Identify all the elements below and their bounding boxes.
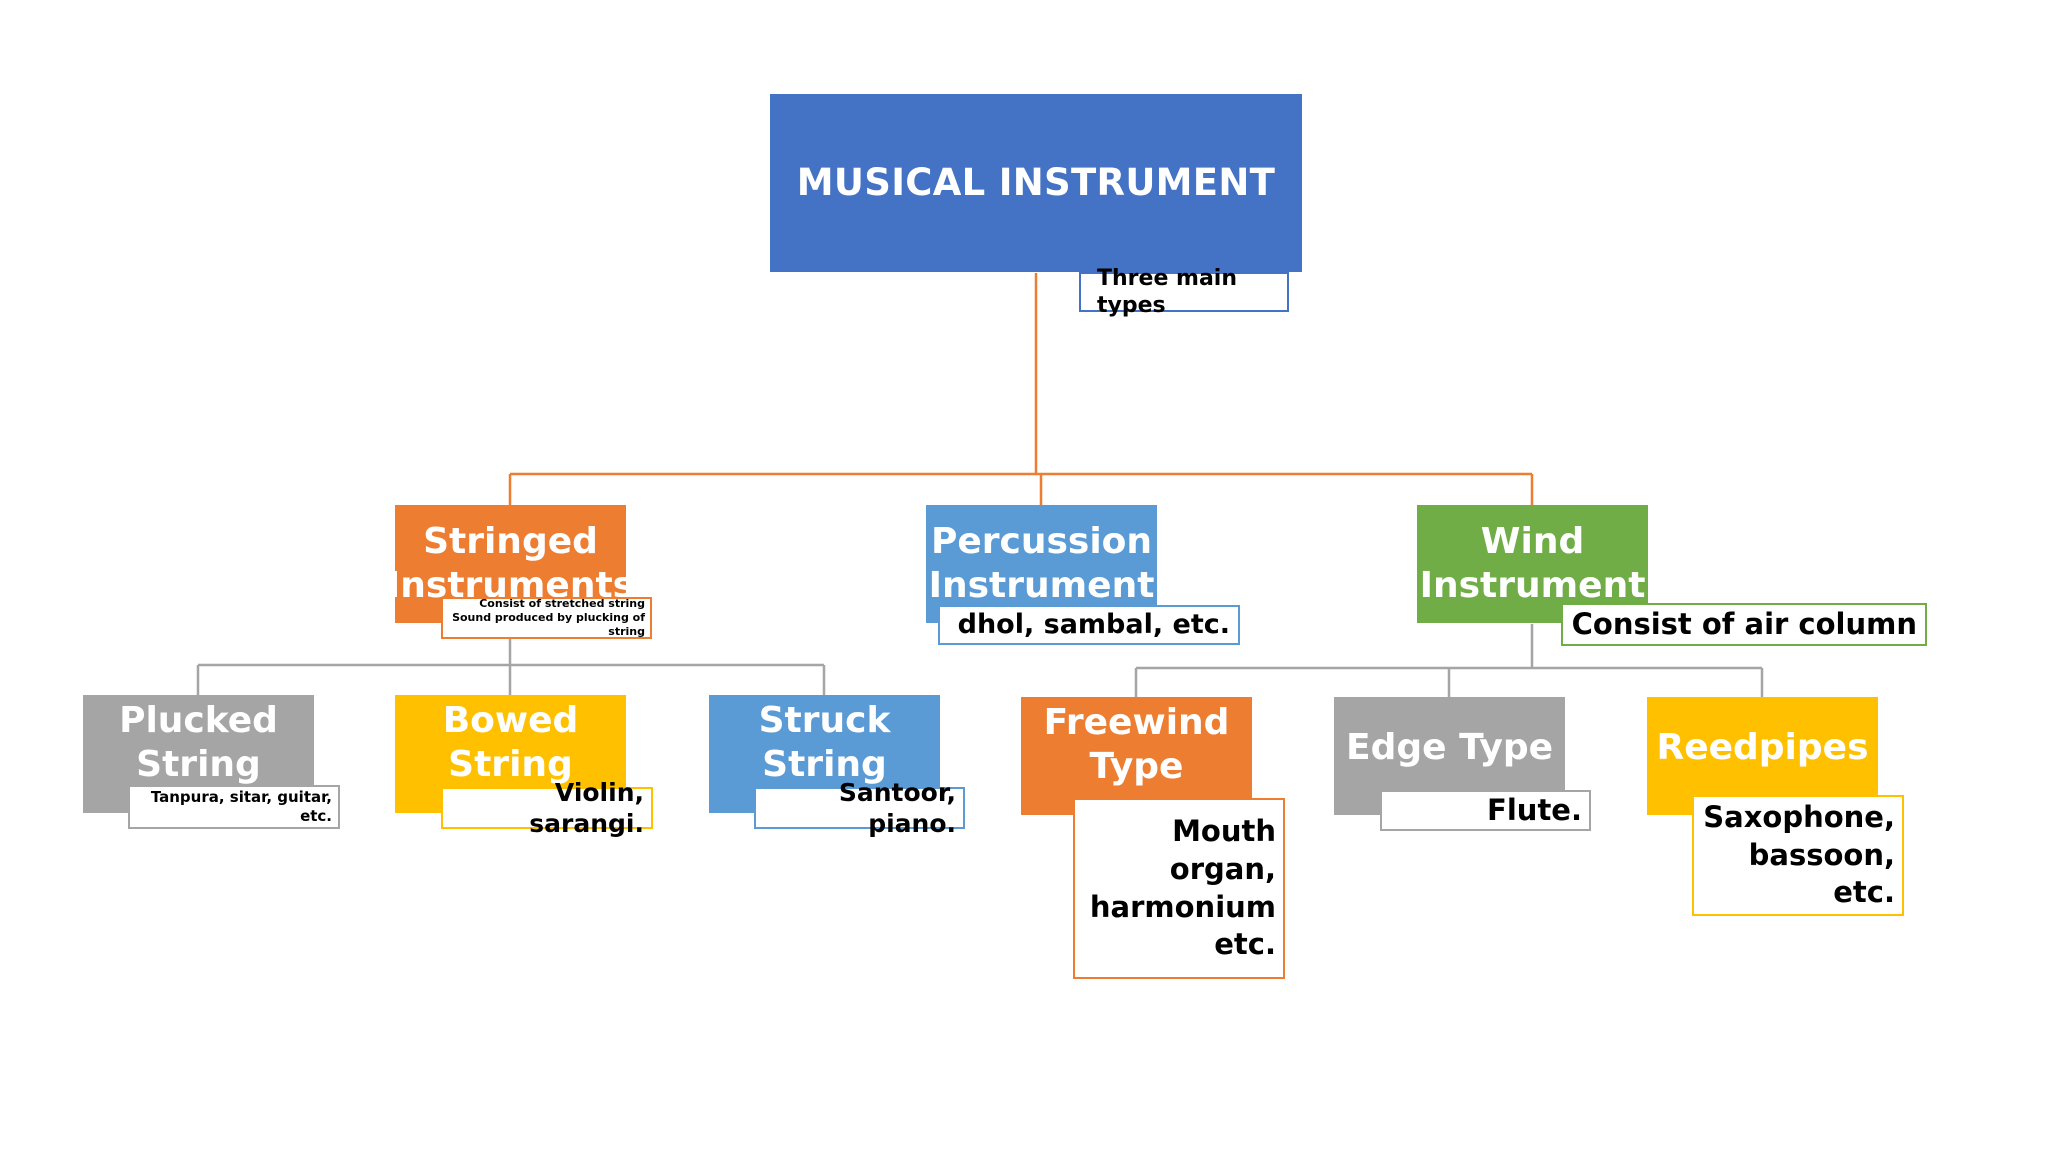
plucked-note: Tanpura, sitar, guitar, etc. — [128, 785, 340, 829]
category-stringed-label: Stringed Instruments — [386, 521, 635, 606]
root-label: MUSICAL INSTRUMENT — [796, 161, 1276, 205]
root-note-text: Three main types — [1097, 265, 1237, 319]
stringed-note-line-2: Sound produced by plucking of string — [452, 611, 645, 638]
plucked-note-text: Tanpura, sitar, guitar, etc. — [150, 788, 332, 825]
root-note: Three main types — [1079, 266, 1289, 318]
category-percussion: Percussion Instrument — [926, 505, 1157, 623]
type-freewind: Freewind Type — [1021, 697, 1252, 815]
type-edge-label: Edge Type — [1345, 727, 1554, 768]
category-wind-label: Wind Instrument — [1419, 521, 1646, 606]
struck-note: Santoor, piano. — [754, 778, 965, 838]
freewind-note: Mouth organ, harmonium etc. — [1073, 798, 1285, 979]
struck-note-text: Santoor, piano. — [838, 777, 956, 838]
percussion-note: dhol, sambal, etc. — [938, 605, 1240, 645]
category-percussion-label: Percussion Instrument — [928, 521, 1155, 606]
reedpipes-note-text: Saxophone, bassoon, etc. — [1703, 799, 1895, 910]
freewind-note-text: Mouth organ, harmonium etc. — [1089, 814, 1276, 962]
edge-note-text: Flute. — [1487, 793, 1582, 828]
type-reedpipes-label: Reedpipes — [1656, 727, 1869, 768]
wind-note: Consist of air column — [1561, 603, 1927, 646]
category-wind: Wind Instrument — [1417, 505, 1648, 623]
edge-note: Flute. — [1380, 790, 1591, 831]
percussion-note-text: dhol, sambal, etc. — [957, 609, 1230, 641]
root-node: MUSICAL INSTRUMENT — [770, 94, 1302, 272]
type-freewind-label: Freewind Type — [1043, 702, 1230, 787]
reedpipes-note: Saxophone, bassoon, etc. — [1692, 795, 1904, 916]
bowed-note-text: Violin, sarangi. — [529, 777, 644, 838]
stringed-note-line-1: Consist of stretched string — [479, 597, 645, 611]
stringed-note: Consist of stretched string Sound produc… — [441, 597, 652, 639]
wind-note-text: Consist of air column — [1571, 607, 1917, 642]
bowed-note: Violin, sarangi. — [441, 778, 653, 838]
